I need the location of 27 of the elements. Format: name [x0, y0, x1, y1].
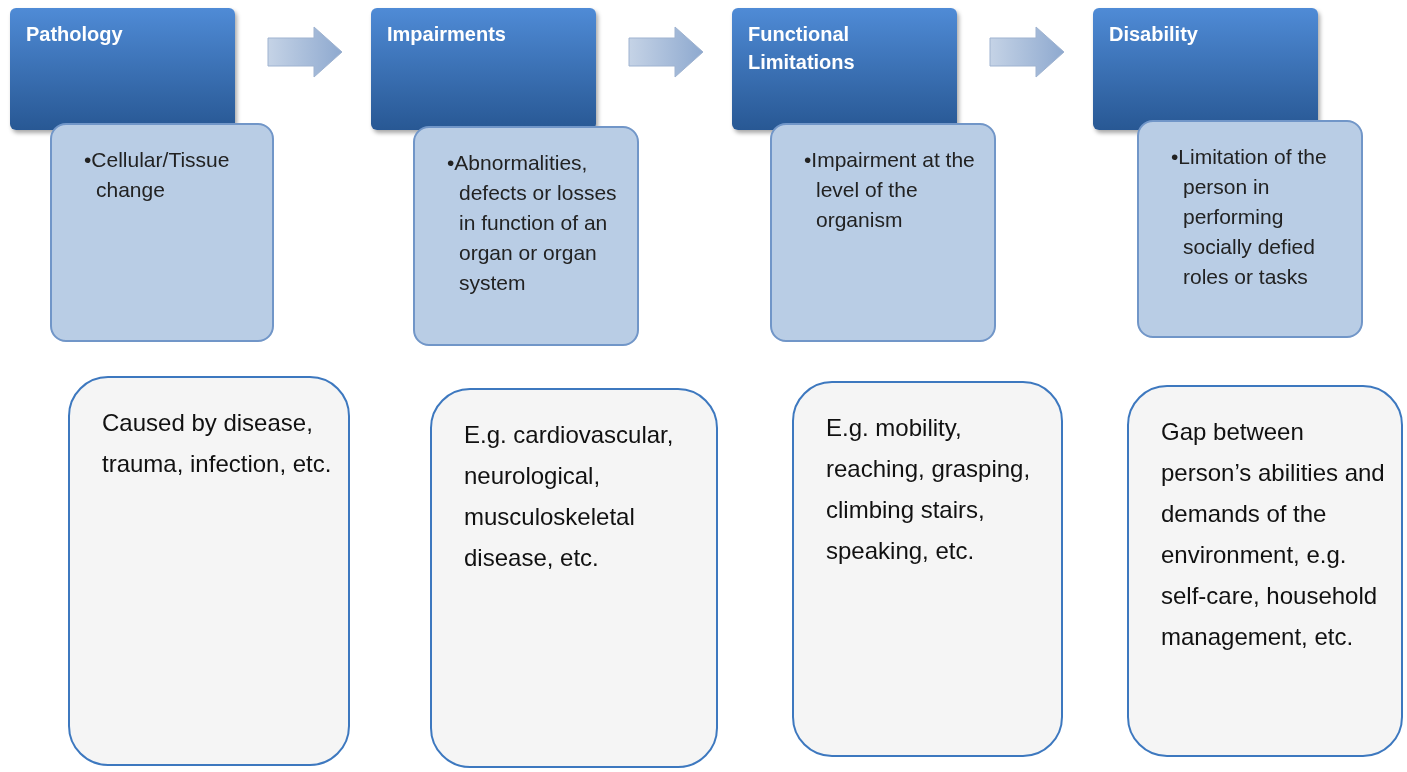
- node-text: E.g. mobility, reaching, grasping, climbing stairs, speaking, etc.: [826, 413, 1032, 566]
- block-arrow: [628, 26, 704, 78]
- header-box: [732, 8, 957, 130]
- node-text: E.g. cardiovascular, neurological, musculoskeletal disease, etc.: [464, 420, 675, 573]
- block-arrow: [267, 26, 343, 78]
- node-text: Caused by disease, trauma, infection, etc.: [102, 408, 333, 479]
- example-box: [68, 376, 350, 766]
- node-text: Gap between person’s abilities and demands of the environment, e.g. self-care, household management, etc.: [1161, 417, 1386, 652]
- header-box: [10, 8, 235, 130]
- description-box: [770, 123, 996, 342]
- node-text: •Limitation of the person in performing socially defied roles or tasks: [1171, 144, 1328, 290]
- node-text: Pathology: [26, 22, 124, 47]
- header-box: [1093, 8, 1318, 130]
- example-box: [430, 388, 718, 768]
- description-box: [1137, 120, 1363, 338]
- node-text: Functional Limitations: [748, 22, 856, 75]
- block-arrow: [989, 26, 1065, 78]
- header-box: [371, 8, 596, 130]
- node-text: •Abnormalities, defects or losses in function of an organ or organ system: [447, 150, 618, 296]
- example-box: [792, 381, 1063, 757]
- node-text: Disability: [1109, 22, 1199, 47]
- description-box: [50, 123, 274, 342]
- example-box: [1127, 385, 1403, 757]
- node-text: •Cellular/Tissue change: [84, 147, 231, 203]
- description-box: [413, 126, 639, 346]
- node-text: Impairments: [387, 22, 507, 47]
- node-text: •Impairment at the level of the organism: [804, 147, 976, 233]
